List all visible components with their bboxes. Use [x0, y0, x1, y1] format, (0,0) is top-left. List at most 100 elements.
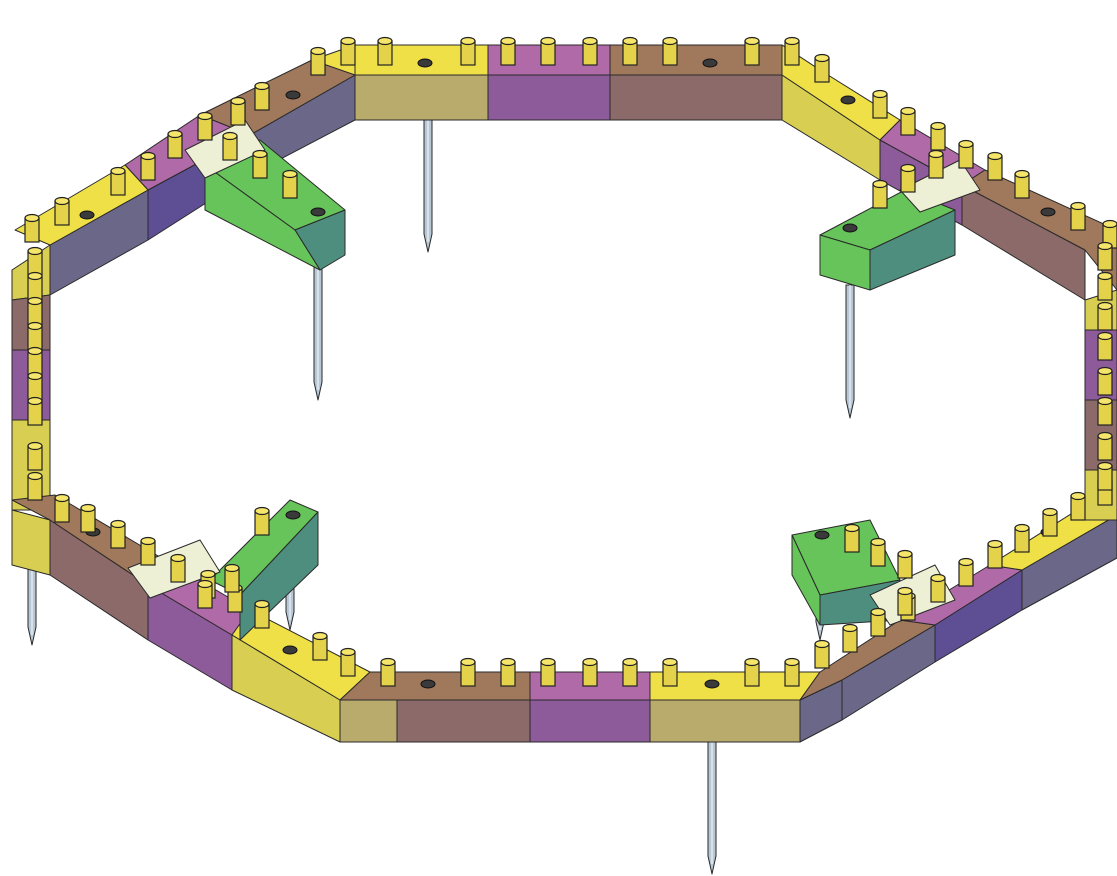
screw-hole [79, 210, 95, 220]
block-lr-face [799, 619, 936, 701]
block-left [11, 509, 51, 576]
peg-top [784, 657, 800, 667]
peg-top [80, 503, 96, 513]
peg-top [1014, 169, 1030, 179]
peg-top [310, 46, 326, 56]
peg-top [340, 647, 356, 657]
peg-top [1070, 201, 1086, 211]
peg-top [27, 471, 43, 481]
peg-top [340, 36, 356, 46]
peg-top [377, 36, 393, 46]
peg-top [167, 129, 183, 139]
peg-top [1097, 331, 1113, 341]
peg-top [140, 151, 156, 161]
peg-top [230, 96, 246, 106]
peg-top [1097, 396, 1113, 406]
peg-top [27, 321, 43, 331]
green-arm-block [869, 209, 956, 291]
screw-hole [417, 58, 433, 68]
peg-top [460, 36, 476, 46]
peg-top [197, 579, 213, 589]
peg-top [930, 573, 946, 583]
peg-top [54, 196, 70, 206]
screw-hole [285, 510, 301, 520]
peg-top [540, 36, 556, 46]
peg-top [252, 149, 268, 159]
peg-top [870, 607, 886, 617]
peg-top [928, 149, 944, 159]
peg-top [897, 586, 913, 596]
peg-top [987, 539, 1003, 549]
screw-hole [420, 679, 436, 689]
peg-top [1014, 523, 1030, 533]
screw-hole [310, 207, 326, 217]
peg-top [1097, 366, 1113, 376]
peg-top [460, 657, 476, 667]
peg-top [814, 53, 830, 63]
peg-top [870, 537, 886, 547]
peg-top [582, 36, 598, 46]
peg-top [958, 557, 974, 567]
peg-top [27, 346, 43, 356]
peg-top [170, 553, 186, 563]
peg-layer [24, 36, 1117, 689]
peg-top [254, 81, 270, 91]
peg-top [254, 599, 270, 609]
peg-top [380, 657, 396, 667]
peg-top [54, 493, 70, 503]
peg-top [27, 246, 43, 256]
peg-top [930, 121, 946, 131]
peg-top [197, 111, 213, 121]
block-front [529, 699, 651, 743]
block-front [339, 699, 398, 743]
peg-top [1097, 301, 1113, 311]
peg-top [540, 657, 556, 667]
spike-layer [27, 119, 855, 875]
peg-top [814, 639, 830, 649]
peg-top [500, 657, 516, 667]
peg-top [582, 657, 598, 667]
screw-hole [842, 223, 858, 233]
screw-hole [840, 95, 856, 105]
peg-top [1070, 491, 1086, 501]
block-top-back [609, 74, 783, 121]
peg-top [1042, 507, 1058, 517]
screw-hole [814, 530, 830, 540]
peg-top [200, 569, 216, 579]
screw-hole [702, 58, 718, 68]
peg-top [900, 106, 916, 116]
block-front [396, 699, 531, 743]
peg-top [140, 536, 156, 546]
peg-top [844, 523, 860, 533]
peg-top [254, 506, 270, 516]
peg-top [987, 151, 1003, 161]
peg-top [662, 36, 678, 46]
peg-top [500, 36, 516, 46]
peg-top [622, 36, 638, 46]
peg-top [24, 213, 40, 223]
screw-hole [285, 90, 301, 100]
green-arm-block [204, 164, 321, 271]
peg-top [744, 657, 760, 667]
peg-top [222, 131, 238, 141]
peg-top [110, 519, 126, 529]
peg-top [897, 549, 913, 559]
block-top-back [487, 74, 611, 121]
peg-top [27, 396, 43, 406]
screw-hole [1040, 207, 1056, 217]
peg-top [784, 36, 800, 46]
peg-top [224, 563, 240, 573]
peg-top [958, 139, 974, 149]
peg-top [872, 179, 888, 189]
peg-top [1097, 431, 1113, 441]
peg-top [622, 657, 638, 667]
peg-top [110, 166, 126, 176]
screw-hole [282, 645, 298, 655]
peg-top [27, 441, 43, 451]
block-front [649, 699, 801, 743]
peg-top [1097, 271, 1113, 281]
peg-top [872, 89, 888, 99]
peg-top [1097, 461, 1113, 471]
